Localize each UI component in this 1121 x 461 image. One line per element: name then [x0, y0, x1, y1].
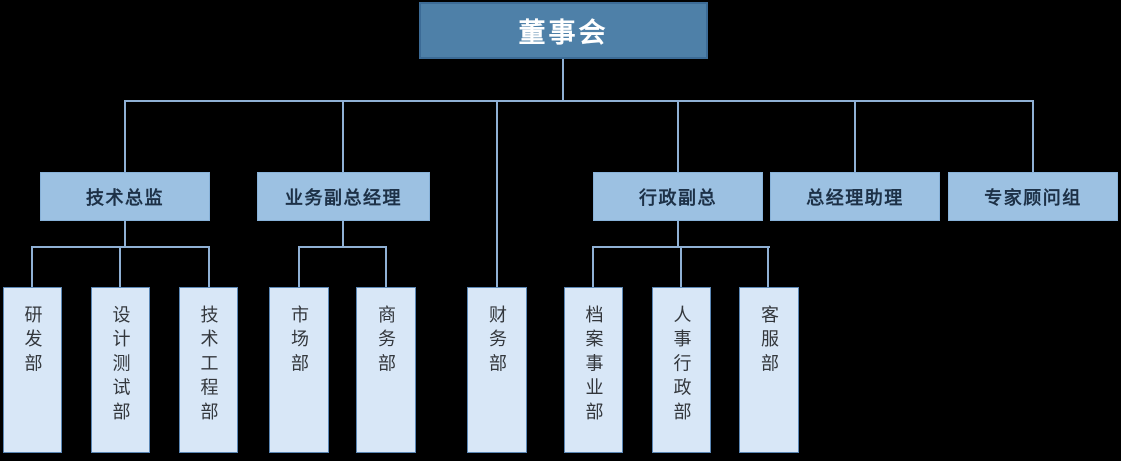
node-label: 技术工程部 — [198, 305, 219, 427]
node-design-testing-dept[interactable]: 设计测试部 — [91, 287, 150, 453]
connector-biz-horizontal — [298, 246, 387, 248]
node-marketing-dept[interactable]: 市场部 — [269, 287, 329, 453]
node-label: 财务部 — [487, 305, 507, 378]
connector-admin-stub — [677, 221, 679, 248]
connector-drop-archives — [592, 246, 594, 287]
node-label: 人事行政部 — [671, 305, 692, 427]
connector-drop-engineering — [208, 246, 210, 287]
node-label: 技术总监 — [86, 187, 164, 208]
connector-biz-stub — [342, 221, 344, 248]
connector-drop-hr — [680, 246, 682, 287]
connector-drop-business — [342, 100, 344, 172]
node-expert-advisory-group[interactable]: 专家顾问组 — [948, 172, 1118, 221]
node-tech-director[interactable]: 技术总监 — [40, 172, 210, 221]
node-rnd-dept[interactable]: 研发部 — [3, 287, 62, 453]
node-label: 专家顾问组 — [984, 187, 1082, 208]
connector-top-horizontal — [124, 100, 1033, 102]
node-label: 档案事业部 — [583, 305, 604, 427]
node-gm-assistant[interactable]: 总经理助理 — [770, 172, 940, 221]
connector-root-drop — [562, 59, 564, 101]
node-business-deputy-gm[interactable]: 业务副总经理 — [257, 172, 430, 221]
node-label: 商务部 — [376, 305, 396, 378]
connector-drop-commerce — [385, 246, 387, 287]
node-archives-division[interactable]: 档案事业部 — [564, 287, 623, 453]
node-admin-deputy[interactable]: 行政副总 — [593, 172, 763, 221]
node-label: 总经理助理 — [806, 187, 904, 208]
node-label: 业务副总经理 — [285, 187, 402, 208]
node-label: 市场部 — [289, 305, 309, 378]
connector-drop-design — [119, 246, 121, 287]
node-commerce-dept[interactable]: 商务部 — [356, 287, 416, 453]
connector-drop-rnd — [31, 246, 33, 287]
node-label: 行政副总 — [639, 187, 717, 208]
node-label: 研发部 — [22, 305, 43, 378]
connector-drop-tech — [124, 100, 126, 172]
node-finance-dept[interactable]: 财务部 — [467, 287, 527, 453]
connector-drop-experts — [1032, 100, 1034, 172]
node-board-of-directors[interactable]: 董事会 — [419, 2, 708, 59]
node-label: 设计测试部 — [110, 305, 131, 427]
node-hr-admin-dept[interactable]: 人事行政部 — [652, 287, 711, 453]
connector-drop-admin — [677, 100, 679, 172]
connector-drop-gm-assist — [854, 100, 856, 172]
node-label: 客服部 — [759, 305, 779, 378]
connector-drop-finance — [496, 100, 498, 287]
connector-tech-stub — [124, 221, 126, 248]
node-tech-engineering-dept[interactable]: 技术工程部 — [179, 287, 238, 453]
node-customer-service-dept[interactable]: 客服部 — [739, 287, 799, 453]
connector-drop-service — [767, 246, 769, 287]
connector-drop-marketing — [298, 246, 300, 287]
node-label: 董事会 — [518, 18, 609, 48]
